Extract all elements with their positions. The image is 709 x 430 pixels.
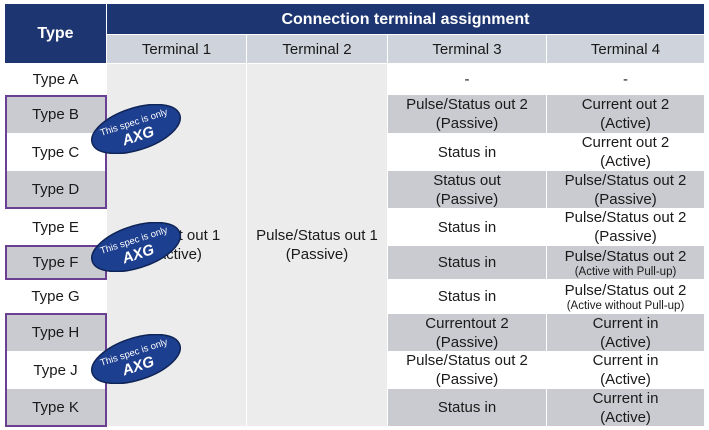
terminal-4-value: (Passive) xyxy=(594,190,657,208)
type-label: Type H xyxy=(31,324,80,341)
terminal-3-label: Terminal 3 xyxy=(432,40,502,58)
type-label: Type E xyxy=(32,218,79,236)
terminal-4-cell: Current out 2 (Active) xyxy=(547,95,704,133)
terminal-4-note: (Active without Pull-up) xyxy=(566,299,685,312)
type-cell: Type H xyxy=(5,314,106,351)
terminal-4-note: (Active with Pull-up) xyxy=(574,265,677,278)
terminal-4-label: Terminal 4 xyxy=(590,40,661,58)
type-label: Type A xyxy=(32,70,79,88)
terminal-4-cell: Pulse/Status out 2(Active with Pull-up) xyxy=(547,246,704,279)
type-header-label: Type xyxy=(37,25,74,42)
terminal-4-header: Terminal 4 xyxy=(547,35,704,63)
type-label: Type G xyxy=(31,288,80,305)
terminal-3-value: Status in xyxy=(437,143,497,161)
terminal-3-cell: Currentout 2(Passive) xyxy=(388,314,546,351)
terminal-3-value: Pulse/Status out 2 xyxy=(406,96,528,113)
type-label: Type F xyxy=(32,254,79,271)
terminal-3-value: (Passive) xyxy=(435,333,499,351)
terminal-4-cell: Current out 2 (Active) xyxy=(547,134,704,170)
terminal-4-value: Pulse/Status out 2 xyxy=(564,171,687,189)
type-column-header: Type xyxy=(5,4,106,63)
type-label: Type D xyxy=(31,181,80,198)
terminal-4-value: (Active) xyxy=(600,153,651,170)
type-label: Type B xyxy=(32,105,79,123)
terminal-3-value: (Passive) xyxy=(435,115,499,132)
type-cell: Type F xyxy=(5,246,106,279)
terminal-4-value: (Active) xyxy=(600,408,651,426)
terminal-4-value: (Active) xyxy=(600,333,651,351)
terminal-4-value: Current in xyxy=(592,352,659,369)
terminal-3-value: Status in xyxy=(437,399,497,416)
type-cell: Type G xyxy=(5,280,106,313)
terminal-4-value: Current in xyxy=(592,389,659,407)
terminal-3-value: Status out xyxy=(433,171,501,189)
terminal-3-value: (Passive) xyxy=(435,371,499,388)
type-cell: Type K xyxy=(5,389,106,426)
terminal-4-cell: Pulse/Status out 2(Active without Pull-u… xyxy=(547,280,704,313)
terminal-1-label: Terminal 1 xyxy=(141,40,212,58)
assignment-header-label: Connection terminal assignment xyxy=(281,10,530,28)
terminal-2-value-line2: (Passive) xyxy=(285,246,349,263)
terminal-4-cell: - xyxy=(547,64,704,94)
terminal-4-value: - xyxy=(623,70,628,88)
terminal-3-header: Terminal 3 xyxy=(388,35,546,63)
terminal-4-cell: Current in(Active) xyxy=(547,314,704,351)
terminal-4-value: Pulse/Status out 2 xyxy=(564,209,687,226)
type-cell: Type C xyxy=(5,134,106,170)
terminal-4-value: (Passive) xyxy=(594,228,657,245)
terminal-1-header: Terminal 1 xyxy=(107,35,246,63)
type-cell: Type J xyxy=(5,352,106,388)
terminal-3-value: Status in xyxy=(437,288,497,305)
terminal-4-value: (Active) xyxy=(600,115,651,132)
terminal-4-value: (Active) xyxy=(600,371,651,388)
type-cell: Type B xyxy=(5,95,106,133)
terminal-2-label: Terminal 2 xyxy=(282,40,352,58)
type-cell: Type A xyxy=(5,64,106,94)
terminal-3-value: Pulse/Status out 2 xyxy=(406,352,528,369)
terminal-2-merged-cell: Pulse/Status out 1 (Passive) xyxy=(247,64,387,426)
terminal-4-cell: Pulse/Status out 2 (Passive) xyxy=(547,209,704,245)
terminal-4-value: Current out 2 xyxy=(581,96,670,113)
axg-spec-badge: This spec is only AXG xyxy=(91,104,181,154)
terminal-3-cell: Status in xyxy=(388,280,546,313)
type-label: Type C xyxy=(31,143,80,161)
terminal-4-value: Current out 2 xyxy=(581,134,670,151)
terminal-4-value: Current in xyxy=(592,314,659,332)
terminal-3-cell: Status in xyxy=(388,209,546,245)
terminal-2-header: Terminal 2 xyxy=(247,35,387,63)
terminal-3-cell: Status in xyxy=(388,246,546,279)
terminal-4-value: Pulse/Status out 2 xyxy=(564,247,687,265)
terminal-3-cell: Pulse/Status out 2 (Passive) xyxy=(388,352,546,388)
terminal-3-cell: Pulse/Status out 2 (Passive) xyxy=(388,95,546,133)
terminal-3-value: Status in xyxy=(437,254,497,271)
terminal-3-cell: Status in xyxy=(388,389,546,426)
terminal-3-cell: - xyxy=(388,64,546,94)
type-cell: Type D xyxy=(5,171,106,208)
terminal-2-value-line1: Pulse/Status out 1 xyxy=(256,227,378,244)
terminal-3-value: Currentout 2 xyxy=(425,314,509,332)
terminal-4-cell: Pulse/Status out 2(Passive) xyxy=(547,171,704,208)
type-label: Type K xyxy=(32,399,79,416)
assignment-header: Connection terminal assignment xyxy=(107,4,704,34)
type-cell: Type E xyxy=(5,209,106,245)
terminal-3-value: - xyxy=(464,70,470,88)
terminal-3-value: Status in xyxy=(437,218,497,236)
terminal-3-cell: Status in xyxy=(388,134,546,170)
terminal-4-cell: Current in (Active) xyxy=(547,352,704,388)
axg-spec-badge: This spec is only AXG xyxy=(91,334,181,384)
type-label: Type J xyxy=(33,361,78,379)
terminal-4-value: Pulse/Status out 2 xyxy=(564,281,687,299)
terminal-3-cell: Status out(Passive) xyxy=(388,171,546,208)
terminal-3-value: (Passive) xyxy=(435,190,499,208)
axg-spec-badge: This spec is only AXG xyxy=(91,222,181,272)
terminal-4-cell: Current in(Active) xyxy=(547,389,704,426)
